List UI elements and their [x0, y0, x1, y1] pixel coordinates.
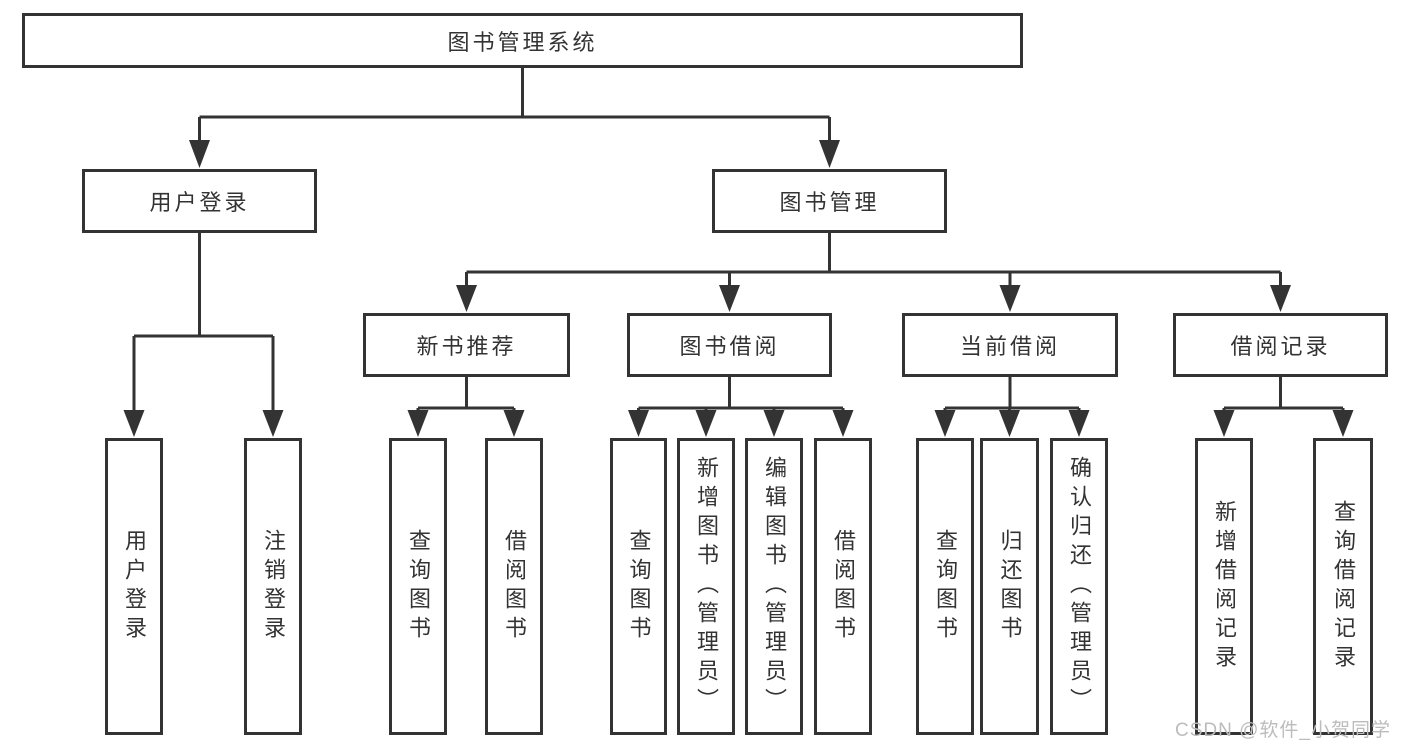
arrowhead: [1270, 285, 1291, 312]
node-leaf-query-books-2: 查询图书: [610, 438, 667, 735]
arrowhead: [628, 410, 649, 437]
node-label: 新增借阅记录: [1212, 499, 1237, 674]
node-user-login: 用户登录: [82, 169, 317, 233]
arrowhead: [262, 410, 284, 437]
node-label: 查询图书: [406, 528, 431, 645]
arrowhead: [999, 285, 1021, 312]
node-label: 注销登录: [261, 528, 286, 645]
node-label: 用户登录: [122, 528, 147, 645]
arrowhead: [763, 410, 785, 437]
node-label: 确认归还（管理员）: [1067, 456, 1092, 717]
node-leaf-borrow-books-2: 借阅图书: [814, 438, 872, 735]
node-label: 查询借阅记录: [1331, 499, 1356, 674]
node-leaf-query-books-1: 查询图书: [389, 438, 447, 735]
node-leaf-user-login: 用户登录: [105, 438, 163, 735]
node-label: 查询图书: [626, 528, 652, 645]
node-leaf-add-borrow-record: 新增借阅记录: [1195, 438, 1253, 735]
node-current-borrowing: 当前借阅: [902, 313, 1118, 377]
connector-book-management: [456, 233, 1291, 312]
arrowhead: [1068, 410, 1090, 437]
arrowhead: [456, 285, 477, 312]
arrowhead: [934, 410, 956, 437]
node-leaf-query-books-3: 查询图书: [916, 438, 974, 735]
arrowhead: [819, 140, 840, 168]
node-label: 新增图书（管理员）: [694, 456, 719, 717]
node-new-book-recommend: 新书推荐: [363, 313, 570, 377]
node-label: 查询图书: [933, 528, 958, 645]
connector-root: [189, 68, 840, 168]
node-book-management-system: 图书管理系统: [22, 13, 1023, 68]
connector-borrowing-records: [1213, 377, 1354, 437]
node-leaf-borrow-books-1: 借阅图书: [485, 438, 543, 735]
node-label: 借阅图书: [502, 528, 527, 645]
node-leaf-edit-books-admin: 编辑图书（管理员）: [745, 438, 803, 735]
arrowhead: [407, 410, 429, 437]
arrowhead: [1332, 410, 1354, 437]
csdn-watermark: CSDN @软件_小贺同学: [1175, 720, 1391, 741]
node-book-borrowing: 图书借阅: [627, 313, 832, 377]
connector-new-book-recommend: [407, 377, 525, 437]
node-label: 归还图书: [997, 528, 1023, 645]
arrowhead: [695, 410, 717, 437]
node-borrowing-records: 借阅记录: [1173, 313, 1388, 377]
node-book-management: 图书管理: [712, 169, 947, 233]
arrowhead: [1213, 410, 1235, 437]
connector-book-borrowing: [628, 377, 854, 437]
node-leaf-logout: 注销登录: [244, 438, 302, 735]
node-leaf-query-borrow-record: 查询借阅记录: [1313, 438, 1373, 735]
arrowhead: [503, 410, 525, 437]
node-leaf-add-books-admin: 新增图书（管理员）: [677, 438, 735, 735]
arrowhead: [832, 410, 854, 437]
connector-user-login: [123, 233, 284, 437]
node-leaf-return-books: 归还图书: [980, 438, 1039, 735]
connector-current-borrowing: [934, 377, 1090, 437]
node-label: 借阅图书: [831, 528, 856, 645]
arrowhead: [719, 285, 740, 312]
arrowhead: [189, 140, 210, 168]
node-label: 编辑图书（管理员）: [762, 456, 787, 717]
node-leaf-confirm-return-admin: 确认归还（管理员）: [1050, 438, 1108, 735]
arrowhead: [123, 410, 145, 437]
arrowhead: [999, 410, 1020, 437]
